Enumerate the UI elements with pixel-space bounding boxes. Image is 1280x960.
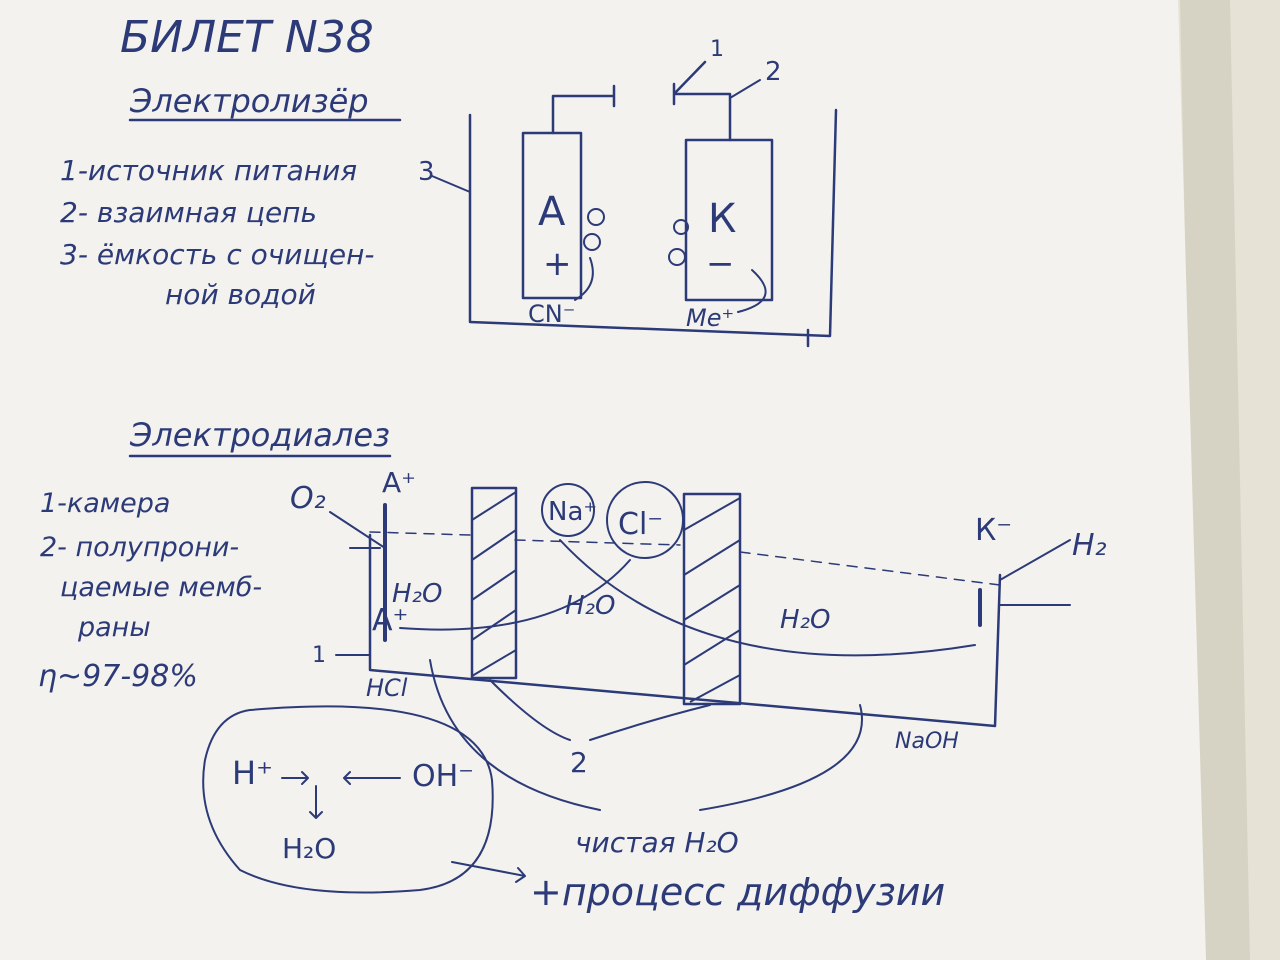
sodium-ion-circle — [541, 483, 595, 537]
electrodialysis-callout-2: 2 — [570, 746, 588, 779]
cation-marker-1 — [673, 219, 689, 235]
anode-plus: + — [543, 244, 572, 284]
electrolyzer-callout-3: 3 — [418, 157, 435, 187]
electrolyzer-heading: Электролизёр — [129, 82, 369, 120]
cathode-wire-switch — [672, 60, 732, 142]
cation-label: Me⁺ — [686, 304, 734, 332]
reaction-water: H₂O — [282, 832, 336, 865]
electrodialysis-anode-label: А⁺ — [382, 466, 416, 499]
oxygen-label: O₂ — [290, 481, 326, 516]
membrane-left — [470, 486, 518, 680]
diffusion-arrow — [451, 861, 526, 883]
sodium-ion-label: Na⁺ — [548, 497, 597, 527]
electrolyzer-callout-1: 1 — [710, 37, 724, 62]
electrodialysis-legend-1: 1-камера — [40, 488, 170, 519]
cation-arrow — [737, 269, 767, 313]
electrodialysis-legend-3: цаемые мемб- — [60, 572, 262, 603]
electrodialysis-cathode-label: К⁻ — [975, 513, 1012, 548]
anion-marker-1 — [587, 208, 605, 226]
naoh-label: NaOH — [895, 729, 959, 754]
dialysis-bath — [368, 533, 1002, 728]
anion-label: CN⁻ — [528, 300, 575, 328]
clean-water-label: чистая H₂O — [575, 826, 739, 859]
ticket-title: БИЛЕТ N38 — [120, 12, 374, 63]
water-left-label: H₂O — [392, 579, 442, 609]
electrodialysis-heading: Электродиалез — [129, 416, 390, 454]
electrodialysis-legend-4: раны — [77, 612, 151, 643]
paper-sheet — [0, 0, 1206, 960]
water-right-label: H₂O — [780, 605, 830, 635]
h2-line — [999, 539, 1071, 581]
anode-wire — [551, 84, 616, 135]
electrodialysis-legend-2: 2- полупрони- — [40, 532, 239, 563]
chloride-ion-label: Cl⁻ — [618, 507, 663, 542]
electrolyzer-tank — [468, 108, 838, 338]
hydrogen-ion: H⁺ — [232, 754, 273, 792]
callout-line-3 — [431, 175, 471, 193]
hydroxide-ion: OH⁻ — [412, 759, 474, 794]
chloride-ion-circle — [606, 481, 684, 559]
water-surface — [369, 531, 1001, 586]
cation-marker-2 — [668, 248, 686, 266]
membrane-right — [682, 492, 742, 706]
reaction-arrow-right — [281, 771, 309, 785]
oxygen-line — [329, 511, 386, 549]
anion-arrow — [574, 257, 594, 301]
anion-migration-arrow — [399, 559, 631, 631]
anode-plus-sign: А⁺ — [372, 603, 408, 638]
electrolyzer-legend-4: ной водой — [165, 278, 316, 311]
electrolyzer-legend-1: 1-источник питания — [60, 154, 357, 187]
electrolyzer-legend-2: 2- взаимная цепь — [60, 196, 317, 229]
water-mid-label: H₂O — [565, 591, 615, 621]
reaction-arrow-left — [343, 771, 401, 785]
reaction-bubble — [202, 705, 494, 894]
electrodialysis-callout-1: 1 — [312, 643, 326, 668]
diffusion-label: +процесс диффузии — [530, 870, 945, 914]
clean-water-arrows — [429, 659, 863, 811]
cation-migration-arrow — [559, 539, 976, 657]
electrolyzer-legend-3: 3- ёмкость с очищен- — [60, 238, 375, 271]
hcl-label: HCl — [366, 674, 408, 702]
anode-label: А — [538, 189, 566, 235]
efficiency-text: η~97-98% — [38, 659, 198, 694]
anion-marker-2 — [583, 233, 601, 251]
cathode-minus: − — [706, 244, 735, 284]
callout-lines-2 — [489, 679, 711, 741]
callout-line-2 — [729, 79, 761, 99]
cathode-label: К — [708, 196, 736, 242]
electrolyzer-callout-2: 2 — [765, 57, 782, 87]
hydrogen-label: H₂ — [1072, 528, 1107, 563]
reaction-arrow-down — [309, 785, 323, 819]
